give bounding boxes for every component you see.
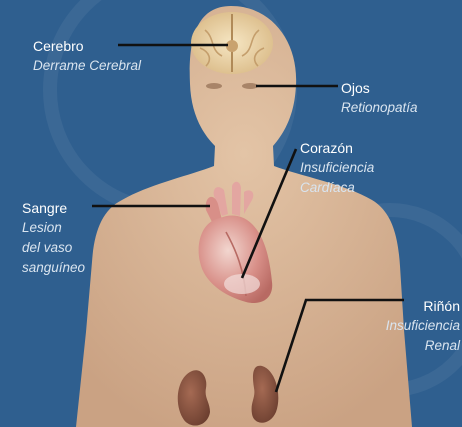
label-blood-condition-line2: del vaso — [22, 238, 85, 258]
label-kidney-name: Riñón — [386, 296, 460, 316]
label-heart-name: Corazón — [300, 138, 374, 158]
brain-organ — [191, 12, 273, 74]
label-heart-condition-line1: Insuficiencia — [300, 158, 374, 178]
label-blood-condition-line3: sanguíneo — [22, 258, 85, 278]
label-brain-name: Cerebro — [33, 36, 141, 56]
label-heart-condition-line2: Cardíaca — [300, 178, 374, 198]
label-kidney-condition-line1: Insuficiencia — [386, 316, 460, 336]
label-brain: Cerebro Derrame Cerebral — [33, 36, 141, 76]
label-kidney-condition-line2: Renal — [386, 336, 460, 356]
label-brain-condition: Derrame Cerebral — [33, 56, 141, 76]
label-heart: Corazón Insuficiencia Cardíaca — [300, 138, 374, 198]
label-eyes: Ojos Retionopatía — [341, 78, 418, 118]
label-eyes-condition: Retionopatía — [341, 98, 418, 118]
label-blood-condition-line1: Lesion — [22, 218, 85, 238]
label-blood: Sangre Lesion del vaso sanguíneo — [22, 198, 85, 278]
label-eyes-name: Ojos — [341, 78, 418, 98]
label-kidney: Riñón Insuficiencia Renal — [386, 296, 460, 356]
label-blood-name: Sangre — [22, 198, 85, 218]
